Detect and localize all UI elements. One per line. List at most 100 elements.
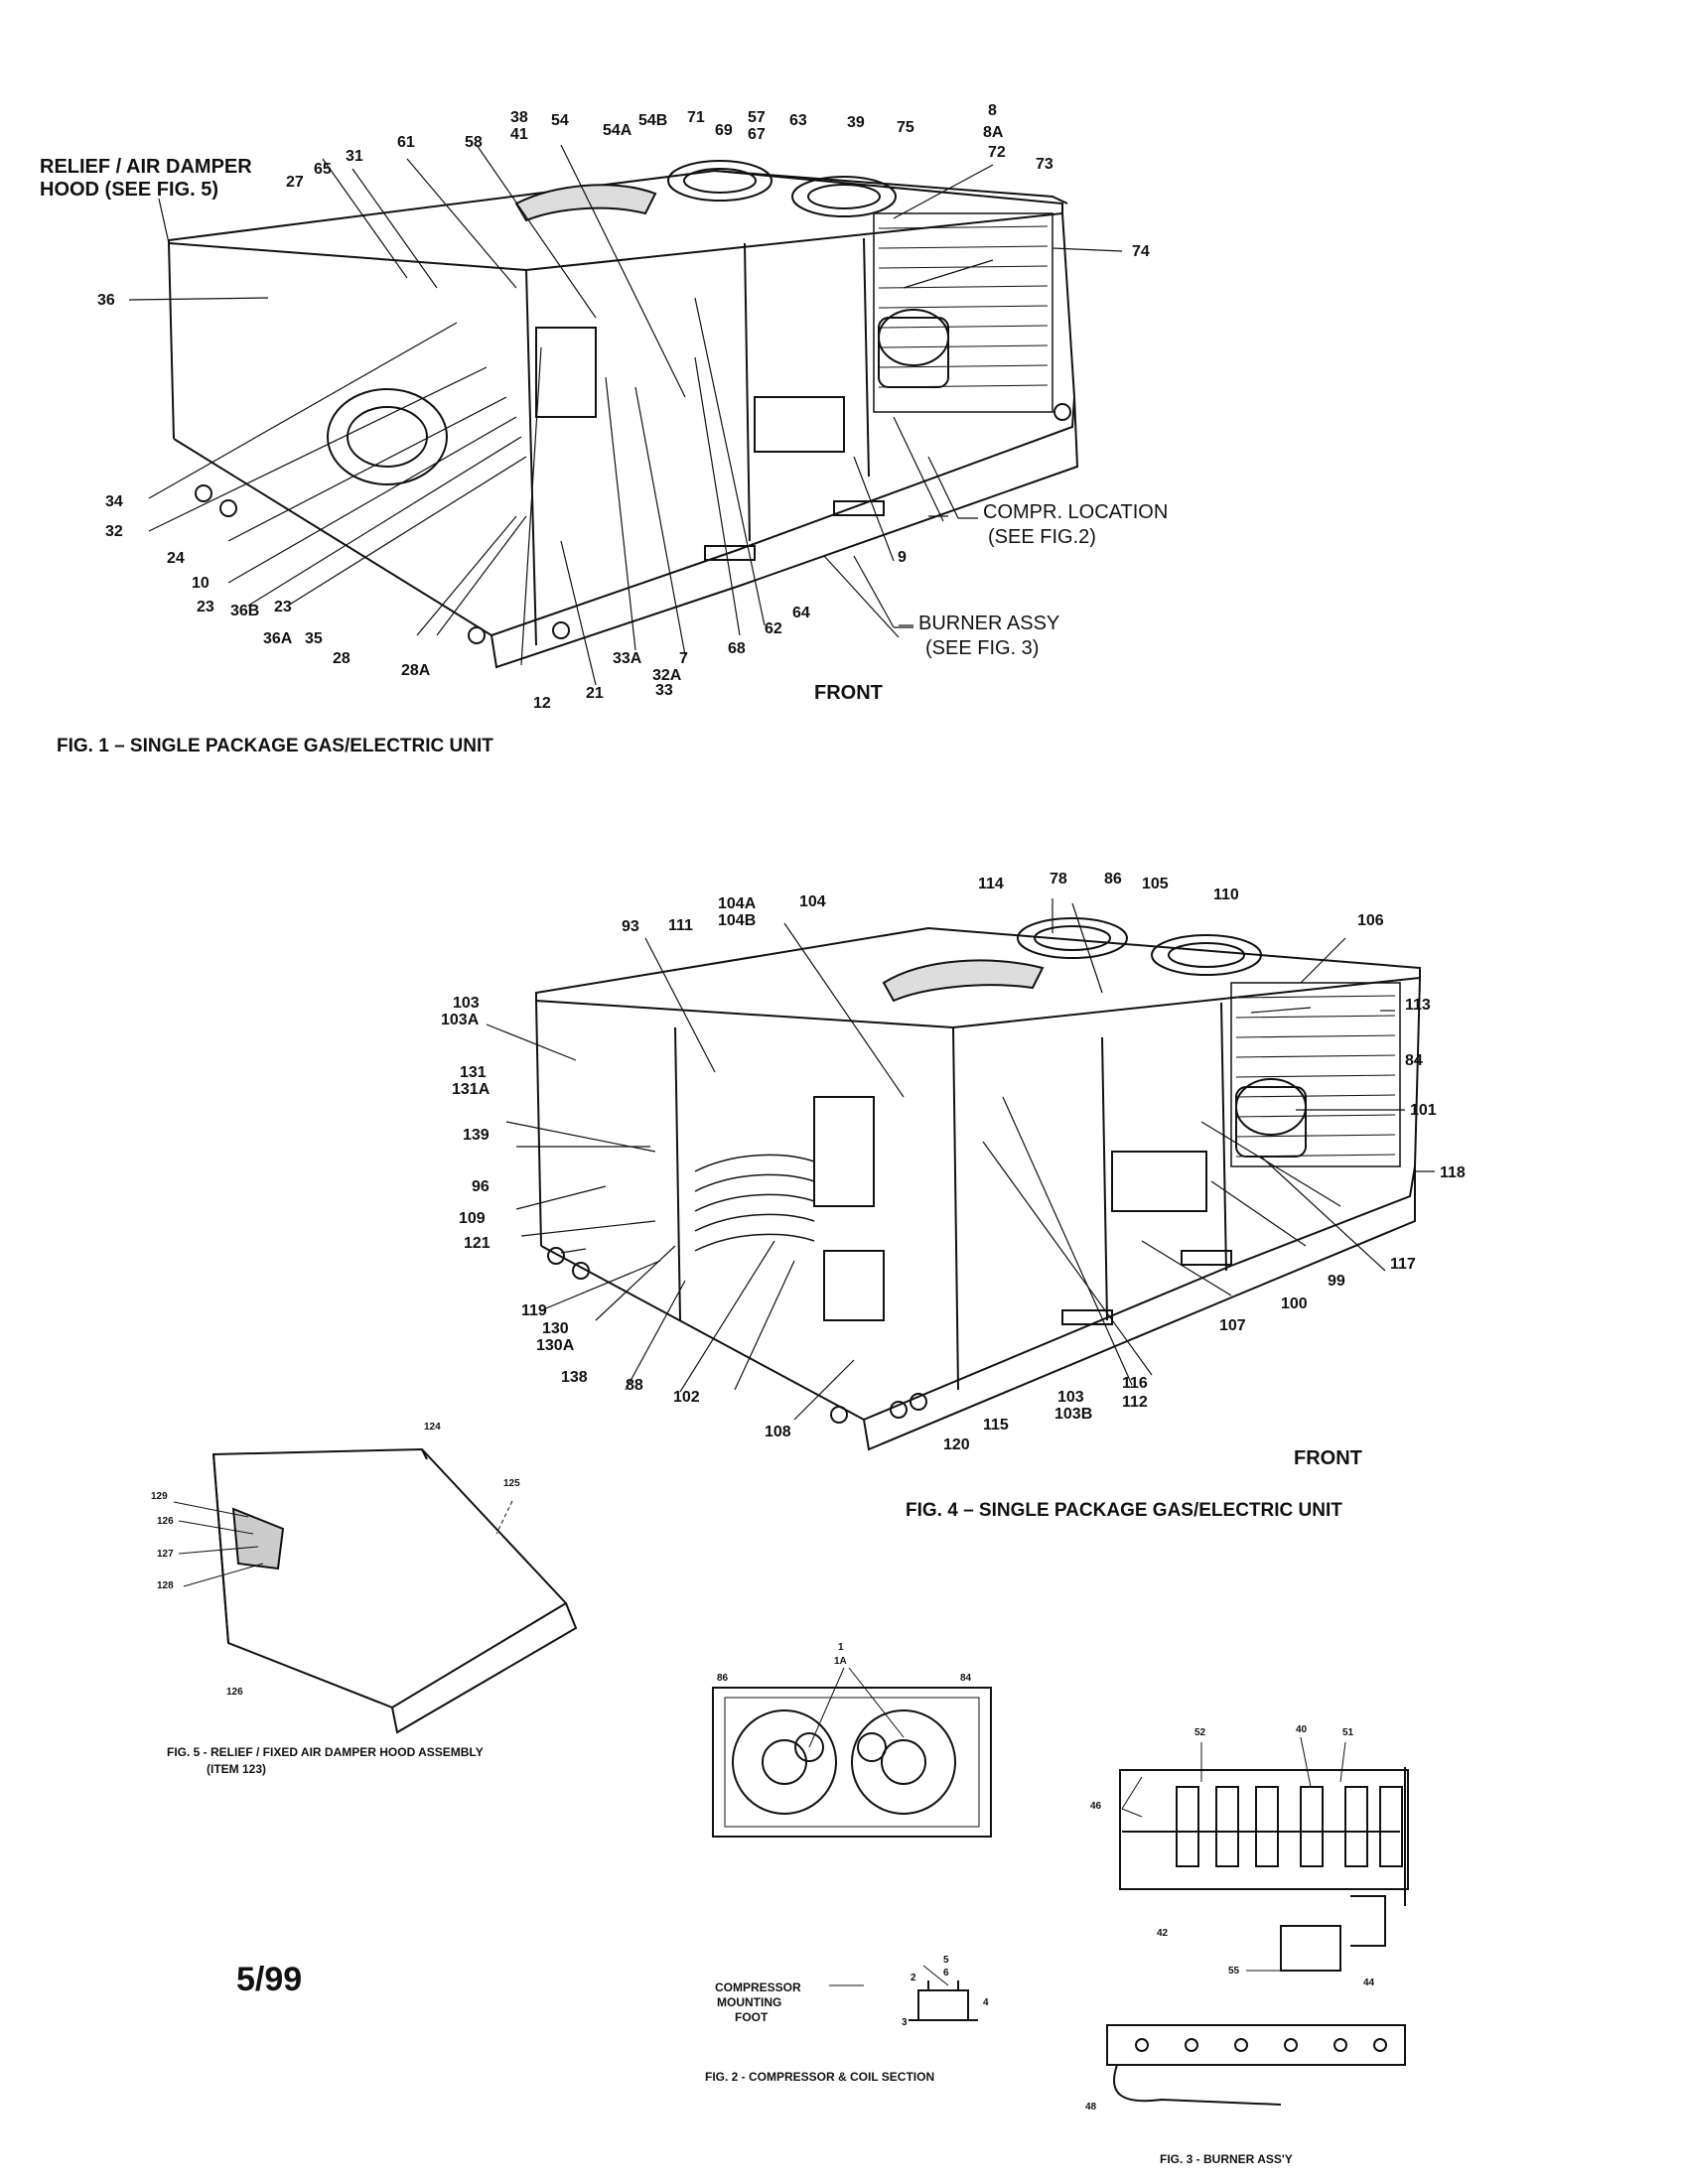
relief-hood-label-line2: HOOD (SEE FIG. 5)	[40, 179, 219, 201]
callout: 5	[943, 1955, 949, 1966]
callout: 110	[1213, 887, 1239, 903]
callout: 104	[799, 893, 826, 910]
callout: 6	[943, 1968, 949, 1979]
callout: 112	[1122, 1394, 1148, 1411]
compressor-mounting-foot-line1: COMPRESSOR	[715, 1980, 801, 1994]
callout: 39	[847, 114, 865, 131]
fig3-burner-drawing	[1106, 1767, 1409, 2106]
callout: 54A	[603, 122, 632, 139]
callout: 41	[510, 126, 528, 143]
callout: 88	[626, 1377, 643, 1394]
callout: 119	[521, 1302, 547, 1319]
minor-leaders	[173, 1500, 1346, 1986]
relief-hood-label-line1: RELIEF / AIR DAMPER	[40, 156, 252, 178]
callout: 23	[197, 599, 214, 615]
fig4-unit-drawing	[535, 917, 1421, 1451]
callout: 44	[1363, 1978, 1375, 1988]
callout: 55	[1228, 1966, 1240, 1977]
callout: 120	[943, 1436, 970, 1453]
callout: 10	[192, 575, 210, 592]
callout: 24	[167, 550, 185, 567]
callout: 126	[157, 1516, 174, 1527]
callout: 28	[333, 650, 351, 667]
callout: 42	[1157, 1928, 1169, 1939]
callout: 2	[911, 1973, 916, 1983]
callout: 57	[748, 109, 766, 126]
callout: 139	[463, 1127, 490, 1144]
callout: 40	[1296, 1724, 1308, 1735]
callout: 106	[1357, 912, 1384, 929]
callout: 93	[622, 918, 639, 935]
callout: 84	[960, 1673, 972, 1684]
callout: 114	[978, 876, 1004, 892]
callout: 116	[1122, 1375, 1148, 1392]
callout: 126	[226, 1687, 243, 1698]
callout: 131	[460, 1064, 487, 1081]
callout: 8A	[983, 124, 1004, 141]
callout: 73	[1036, 156, 1053, 173]
callout: 48	[1085, 2102, 1097, 2113]
callout: 103B	[1054, 1406, 1092, 1423]
callout: 65	[314, 161, 332, 178]
callout: 54B	[638, 112, 667, 129]
callout: 107	[1219, 1317, 1246, 1334]
burner-assy-label-line1: BURNER ASSY	[918, 613, 1060, 634]
callout: 100	[1281, 1296, 1308, 1312]
callout: 78	[1050, 871, 1067, 887]
callout: 124	[424, 1422, 441, 1433]
callout: 138	[561, 1369, 588, 1386]
callout: 113	[1405, 997, 1431, 1014]
callout: 129	[151, 1491, 168, 1502]
callout: 118	[1440, 1164, 1466, 1181]
callout: 32	[105, 523, 123, 540]
callout: 8	[988, 102, 997, 119]
callout: 102	[673, 1389, 700, 1406]
fig5-hood-drawing	[211, 1447, 578, 1734]
callout: 103A	[441, 1012, 480, 1028]
callout: 101	[1410, 1102, 1437, 1119]
callout: 109	[459, 1210, 486, 1227]
callout: 12	[533, 695, 551, 712]
callout: 130A	[536, 1337, 575, 1354]
fig1-front-label: FRONT	[814, 682, 883, 704]
callout: 51	[1342, 1727, 1354, 1738]
callout: 54	[551, 112, 569, 129]
fig4-caption: FIG. 4 – SINGLE PACKAGE GAS/ELECTRIC UNI…	[906, 1500, 1342, 1521]
callout: 103	[453, 995, 480, 1012]
callout: 7	[679, 650, 688, 667]
callout: 1A	[834, 1656, 847, 1667]
callout: 86	[717, 1673, 729, 1684]
burner-assy-label-line2: (SEE FIG. 3)	[925, 637, 1040, 659]
callout: 3	[902, 2017, 908, 2028]
callout: 131A	[452, 1081, 491, 1098]
callout: 32A	[652, 667, 682, 684]
callout: 21	[586, 685, 604, 702]
fig2-caption: FIG. 2 - COMPRESSOR & COIL SECTION	[705, 2070, 935, 2084]
callout: 61	[397, 134, 415, 151]
callout: 36B	[230, 603, 259, 619]
fig4-front-label: FRONT	[1294, 1447, 1362, 1469]
fig4-leaders	[486, 898, 1435, 1421]
callout: 72	[988, 144, 1006, 161]
callout: 104A	[718, 895, 757, 912]
callout: 71	[687, 109, 705, 126]
callout: 64	[792, 605, 810, 621]
callout: 67	[748, 126, 766, 143]
callout: 74	[1132, 243, 1150, 260]
callout: 33A	[613, 650, 642, 667]
callout: 36	[97, 292, 115, 309]
callout-numbers: 38 41 54 54A 54B 71 57 67 69 63 39 75 8 …	[97, 102, 1466, 1453]
small-callouts: 124 125 129 126 127 128 126 1 1A 86 84 2…	[151, 1422, 1375, 2113]
callout: 38	[510, 109, 528, 126]
callout: 62	[765, 620, 782, 637]
callout: 108	[765, 1424, 791, 1440]
callout: 28A	[401, 662, 431, 679]
callout: 128	[157, 1580, 174, 1591]
callout: 69	[715, 122, 733, 139]
callout: 75	[897, 119, 914, 136]
callout: 1	[838, 1642, 844, 1653]
callout: 121	[464, 1235, 491, 1252]
callout: 34	[105, 493, 123, 510]
